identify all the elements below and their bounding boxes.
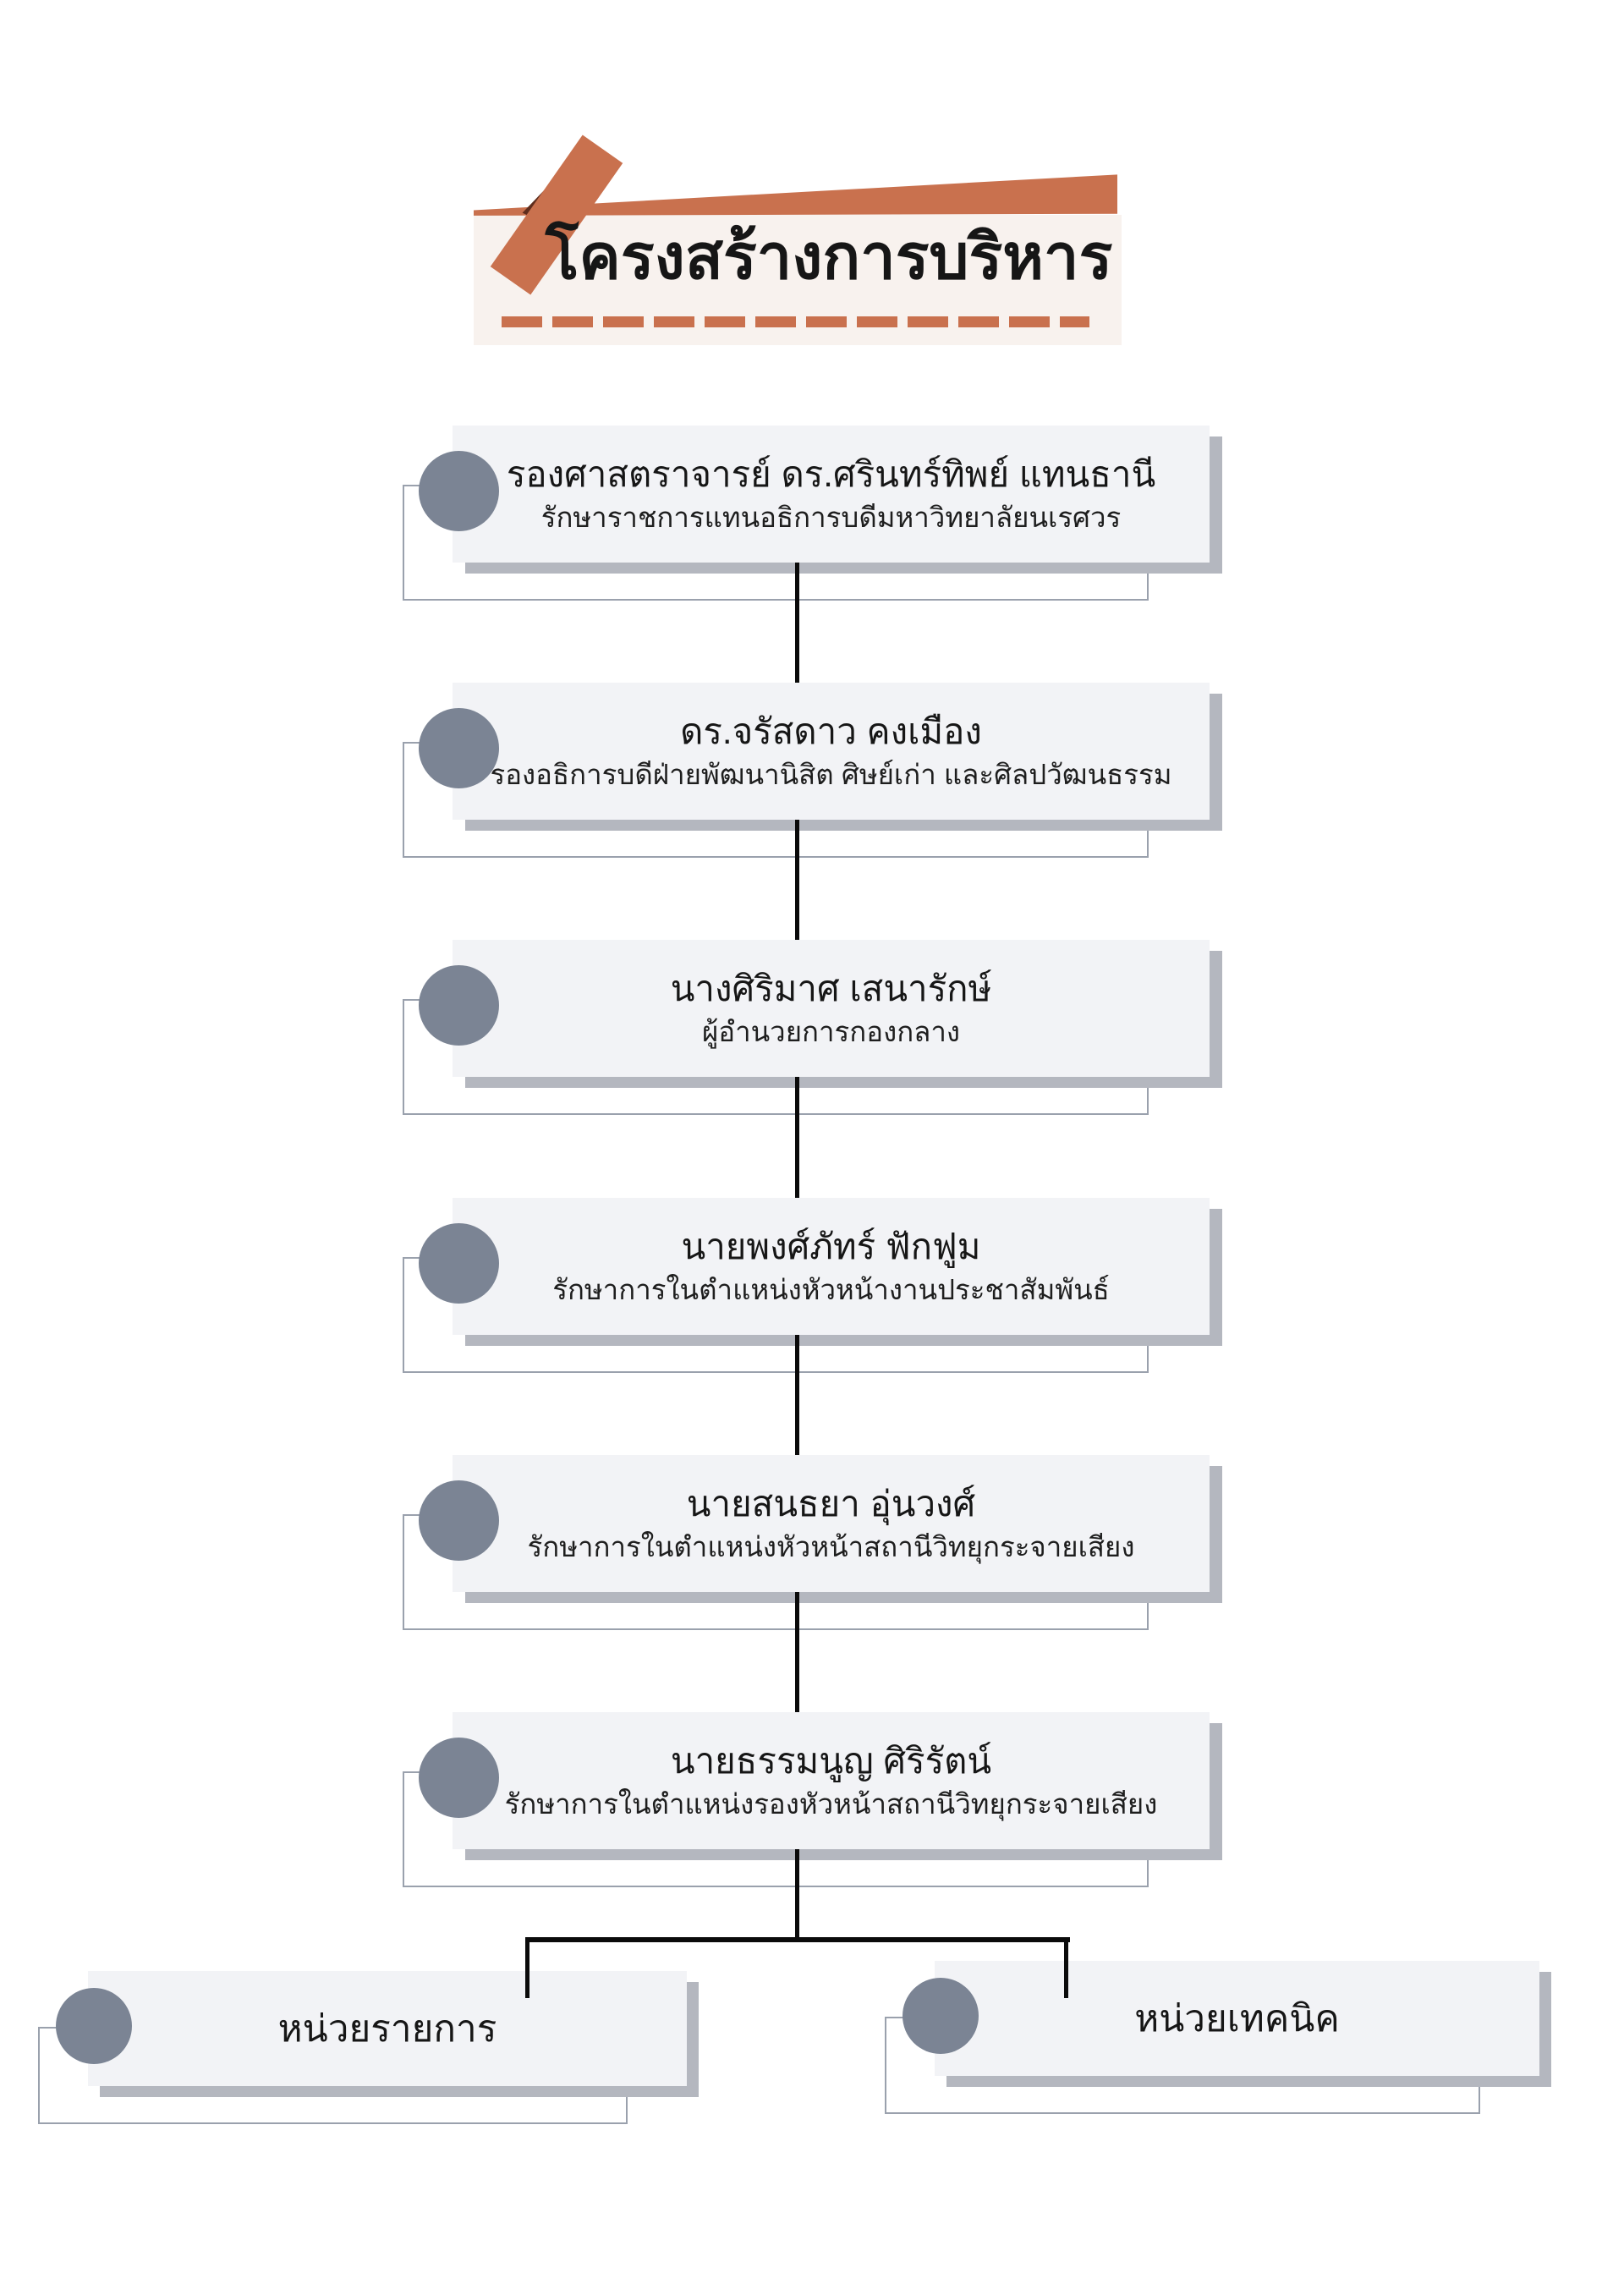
org-node-deputy-station-head: นายธรรมนูญ ศิริรัตน์ รักษาการในตำแหน่งรอ… bbox=[403, 1712, 1222, 1887]
node-face: นายสนธยา อุ่นวงศ์ รักษาการในตำแหน่งหัวหน… bbox=[453, 1455, 1210, 1592]
org-node-vice-rector: ดร.จรัสดาว คงเมือง รองอธิการบดีฝ่ายพัฒนา… bbox=[403, 683, 1222, 858]
connector-drop-left bbox=[525, 1937, 529, 1998]
node-name: นางศิริมาศ เสนารักษ์ bbox=[670, 968, 992, 1008]
node-name: นายสนธยา อุ่นวงศ์ bbox=[686, 1483, 976, 1524]
node-role: ผู้อำนวยการกองกลาง bbox=[701, 1016, 961, 1048]
connector-line bbox=[795, 1592, 799, 1712]
node-role: รองอธิการบดีฝ่ายพัฒนานิสิต ศิษย์เก่า และ… bbox=[490, 759, 1172, 791]
node-bullet-icon bbox=[419, 708, 499, 788]
connector-line bbox=[795, 820, 799, 940]
node-name: รองศาสตราจารย์ ดร.ศรินทร์ทิพย์ แทนธานี bbox=[506, 453, 1156, 494]
node-face: ดร.จรัสดาว คงเมือง รองอธิการบดีฝ่ายพัฒนา… bbox=[453, 683, 1210, 820]
node-bullet-icon bbox=[419, 1480, 499, 1561]
unit-face: หน่วยรายการ bbox=[88, 1971, 687, 2086]
node-role: รักษาราชการแทนอธิการบดีมหาวิทยาลัยนเรศวร bbox=[540, 502, 1122, 534]
page-title: โครงสร้างการบริหาร bbox=[545, 222, 1113, 292]
org-node-station-head: นายสนธยา อุ่นวงศ์ รักษาการในตำแหน่งหัวหน… bbox=[403, 1455, 1222, 1630]
node-face: นายพงศ์ภัทร์ ฟักฟูม รักษาการในตำแหน่งหัว… bbox=[453, 1198, 1210, 1335]
connector-line bbox=[795, 1849, 799, 1941]
node-bullet-icon bbox=[419, 451, 499, 531]
unit-bullet-icon bbox=[56, 1988, 132, 2064]
banner-dashed-line bbox=[502, 316, 1089, 327]
node-name: นายพงศ์ภัทร์ ฟักฟูม bbox=[681, 1226, 981, 1266]
node-role: รักษาการในตำแหน่งรองหัวหน้าสถานีวิทยุกระ… bbox=[504, 1788, 1158, 1820]
unit-label: หน่วยรายการ bbox=[277, 2008, 497, 2050]
node-role: รักษาการในตำแหน่งหัวหน้างานประชาสัมพันธ์ bbox=[552, 1274, 1110, 1306]
connector-line bbox=[795, 1077, 799, 1198]
junction-bar bbox=[525, 1937, 1070, 1942]
node-name: ดร.จรัสดาว คงเมือง bbox=[680, 711, 982, 751]
node-role: รักษาการในตำแหน่งหัวหน้าสถานีวิทยุกระจาย… bbox=[527, 1531, 1135, 1563]
unit-box-technical: หน่วยเทคนิค bbox=[885, 1961, 1551, 2114]
connector-drop-right bbox=[1064, 1937, 1068, 1998]
connector-line bbox=[795, 1335, 799, 1455]
unit-face: หน่วยเทคนิค bbox=[935, 1961, 1539, 2076]
org-node-pr-head: นายพงศ์ภัทร์ ฟักฟูม รักษาการในตำแหน่งหัว… bbox=[403, 1198, 1222, 1373]
unit-label: หน่วยเทคนิค bbox=[1134, 1998, 1340, 2040]
org-node-division-director: นางศิริมาศ เสนารักษ์ ผู้อำนวยการกองกลาง bbox=[403, 940, 1222, 1115]
unit-bullet-icon bbox=[903, 1978, 979, 2054]
org-node-rector: รองศาสตราจารย์ ดร.ศรินทร์ทิพย์ แทนธานี ร… bbox=[403, 426, 1222, 601]
node-face: นายธรรมนูญ ศิริรัตน์ รักษาการในตำแหน่งรอ… bbox=[453, 1712, 1210, 1849]
node-name: นายธรรมนูญ ศิริรัตน์ bbox=[670, 1740, 992, 1781]
node-bullet-icon bbox=[419, 1223, 499, 1304]
connector-line bbox=[795, 563, 799, 683]
node-bullet-icon bbox=[419, 1738, 499, 1818]
unit-box-programs: หน่วยรายการ bbox=[38, 1971, 699, 2124]
node-bullet-icon bbox=[419, 965, 499, 1046]
node-face: นางศิริมาศ เสนารักษ์ ผู้อำนวยการกองกลาง bbox=[453, 940, 1210, 1077]
node-face: รองศาสตราจารย์ ดร.ศรินทร์ทิพย์ แทนธานี ร… bbox=[453, 426, 1210, 563]
